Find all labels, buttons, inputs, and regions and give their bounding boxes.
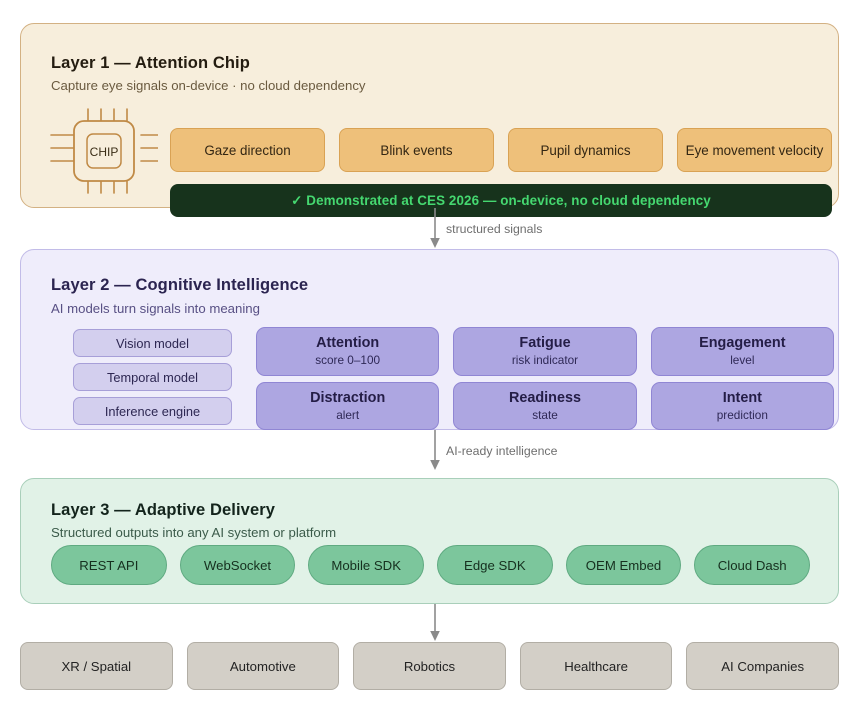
consumer-pill-healthcare[interactable]: Healthcare [519, 642, 673, 690]
layer-1-subtitle: Capture eye signals on-device · no cloud… [51, 78, 366, 93]
ces-demo-banner: ✓ Demonstrated at CES 2026 — on-device, … [170, 184, 832, 217]
model-pill-inference-engine[interactable]: Inference engine [73, 397, 232, 425]
layer-3-card: Layer 3 — Adaptive Delivery Structured o… [20, 478, 839, 604]
layer-3-subtitle: Structured outputs into any AI system or… [51, 525, 337, 540]
cognitive-card-desc: alert [336, 407, 360, 422]
cognitive-card-desc: risk indicator [511, 353, 579, 368]
signal-pill-eye-movement-velocity[interactable]: Eye movement velocity [677, 128, 832, 172]
cognitive-card-readiness[interactable]: Readiness state [453, 381, 637, 430]
cognitive-card-name: Intent [722, 389, 762, 406]
layer-2-title: Layer 2 — Cognitive Intelligence [51, 276, 309, 294]
layer-2-subtitle: AI models turn signals into meaning [51, 301, 260, 316]
cognitive-card-name: Attention [316, 335, 380, 352]
consumer-pill-ai-companies[interactable]: AI Companies [686, 642, 839, 690]
signal-pill-row: Gaze direction Blink events Pupil dynami… [170, 128, 832, 172]
cognitive-card-name: Engagement [699, 335, 786, 352]
delivery-pill-mobile-sdk[interactable]: Mobile SDK [308, 545, 425, 585]
layer-1-card: Layer 1 — Attention Chip Capture eye sig… [20, 23, 839, 217]
consumer-pill-xr-spatial[interactable]: XR / Spatial [20, 642, 173, 690]
cognitive-card-name: Fatigue [519, 335, 571, 352]
chip-icon: CHIP [50, 108, 158, 194]
model-pill-column: Vision model Temporal model Inference en… [73, 329, 232, 425]
cognitive-card-distraction[interactable]: Distraction alert [256, 381, 440, 430]
cognitive-card-name: Readiness [508, 389, 581, 406]
signal-pill-blink-events[interactable]: Blink events [339, 128, 494, 172]
connector-layer2-to-layer3 [426, 430, 444, 471]
delivery-channel-row: REST API WebSocket Mobile SDK Edge SDK O… [51, 545, 811, 585]
connector-layer3-to-consumers [426, 604, 444, 642]
delivery-pill-oem-embed[interactable]: OEM Embed [565, 545, 682, 585]
signal-pill-pupil-dynamics[interactable]: Pupil dynamics [508, 128, 663, 172]
cognitive-card-intent[interactable]: Intent prediction [650, 381, 834, 430]
cognitive-card-name: Distraction [310, 389, 386, 406]
cognitive-output-grid: Attention score 0–100 Fatigue risk indic… [256, 327, 834, 430]
cognitive-card-desc: state [532, 407, 558, 422]
delivery-pill-edge-sdk[interactable]: Edge SDK [437, 545, 553, 585]
model-pill-temporal-model[interactable]: Temporal model [73, 363, 232, 391]
cognitive-card-desc: prediction [716, 407, 768, 422]
signal-pill-gaze-direction[interactable]: Gaze direction [170, 128, 325, 172]
connector-label-structured-signals: structured signals [446, 222, 543, 236]
consumer-pill-automotive[interactable]: Automotive [186, 642, 340, 690]
cognitive-card-desc: level [730, 353, 755, 368]
cognitive-card-engagement[interactable]: Engagement level [650, 327, 834, 376]
cognitive-card-fatigue[interactable]: Fatigue risk indicator [453, 327, 637, 376]
svg-text:CHIP: CHIP [90, 145, 119, 159]
connector-label-ai-ready-intelligence: AI-ready intelligence [446, 444, 558, 458]
cognitive-card-desc: score 0–100 [315, 353, 381, 368]
layer-1-title: Layer 1 — Attention Chip [51, 54, 250, 72]
delivery-pill-websocket[interactable]: WebSocket [179, 545, 296, 585]
consumer-pill-robotics[interactable]: Robotics [353, 642, 506, 690]
consumer-segment-row: XR / Spatial Automotive Robotics Healthc… [20, 642, 839, 690]
cognitive-card-attention[interactable]: Attention score 0–100 [256, 327, 440, 376]
delivery-pill-rest-api[interactable]: REST API [51, 545, 167, 585]
layer-3-title: Layer 3 — Adaptive Delivery [51, 501, 276, 519]
layer-2-card: Layer 2 — Cognitive Intelligence AI mode… [20, 249, 839, 430]
delivery-pill-cloud-dash[interactable]: Cloud Dash [694, 545, 811, 585]
model-pill-vision-model[interactable]: Vision model [73, 329, 232, 357]
